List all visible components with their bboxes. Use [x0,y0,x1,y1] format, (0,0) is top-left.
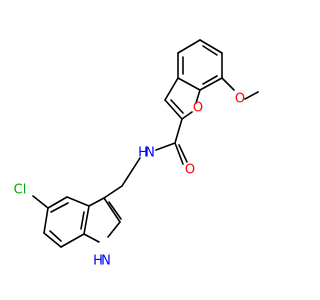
chloro-bond [32,195,49,209]
indole-benzene-ring [43,196,90,248]
indole-nh-h-label: H [93,254,103,269]
methoxy-group [221,77,259,100]
benzofuran-benzene-ring [177,39,223,91]
furan-ring [164,77,201,120]
ethyl-linker [103,157,141,199]
amide-group [155,118,188,165]
furan-oxygen-label: O [193,101,203,116]
chlorine-label: Cl [14,183,27,198]
indole-pyrrole-ring [83,197,122,243]
methoxy-oxygen-label: O [235,92,245,107]
carbonyl-oxygen-label: O [185,163,195,178]
indole-n-label: N [101,254,111,269]
molecule-structure: Cl H N H N O O O [14,39,259,269]
amide-h-label: H [138,146,148,161]
amide-n-label: N [145,146,155,161]
